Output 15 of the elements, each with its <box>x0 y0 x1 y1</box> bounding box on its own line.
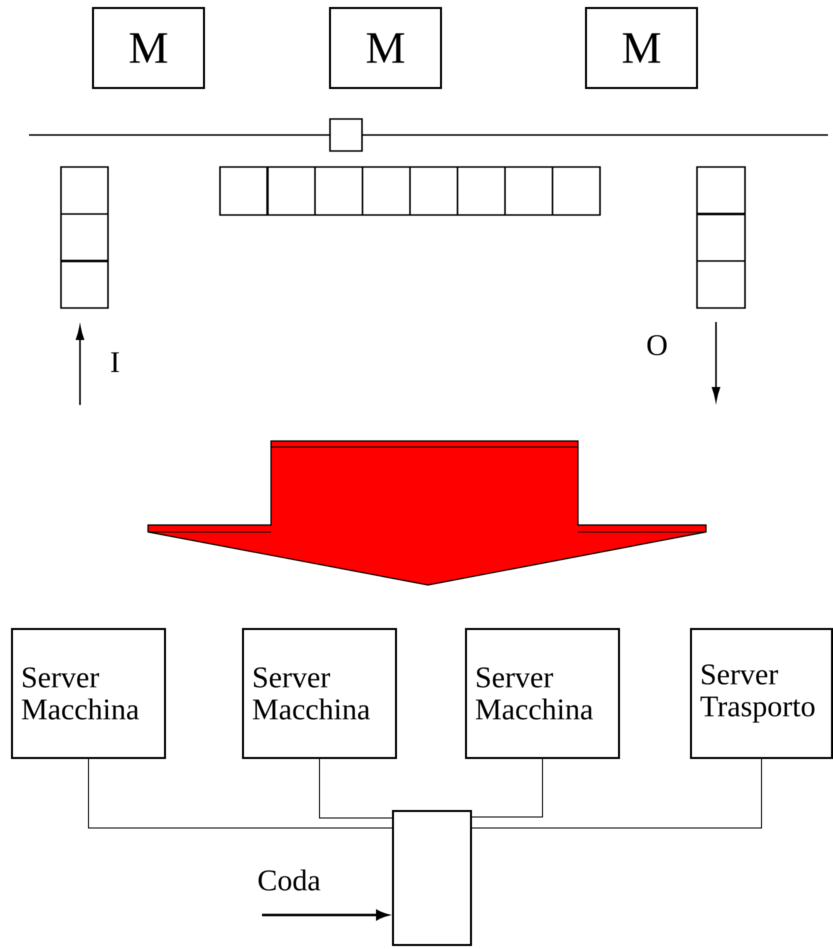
port-label: O <box>647 335 667 356</box>
machine-box: M <box>329 7 442 89</box>
server-box: Server Macchina <box>242 628 397 759</box>
queue-box <box>392 810 472 946</box>
connector-line <box>472 758 543 818</box>
server-box: Server Trasporto <box>690 628 833 759</box>
connector-line <box>472 758 762 828</box>
server-box: Server Macchina <box>465 628 620 759</box>
machine-box: M <box>92 7 205 89</box>
port-label: I <box>111 352 119 372</box>
machine-box: M <box>585 7 698 89</box>
server-box: Server Macchina <box>11 628 166 759</box>
connector-line <box>319 758 392 818</box>
connector-line <box>88 758 392 828</box>
edge-label: Coda <box>256 868 322 892</box>
